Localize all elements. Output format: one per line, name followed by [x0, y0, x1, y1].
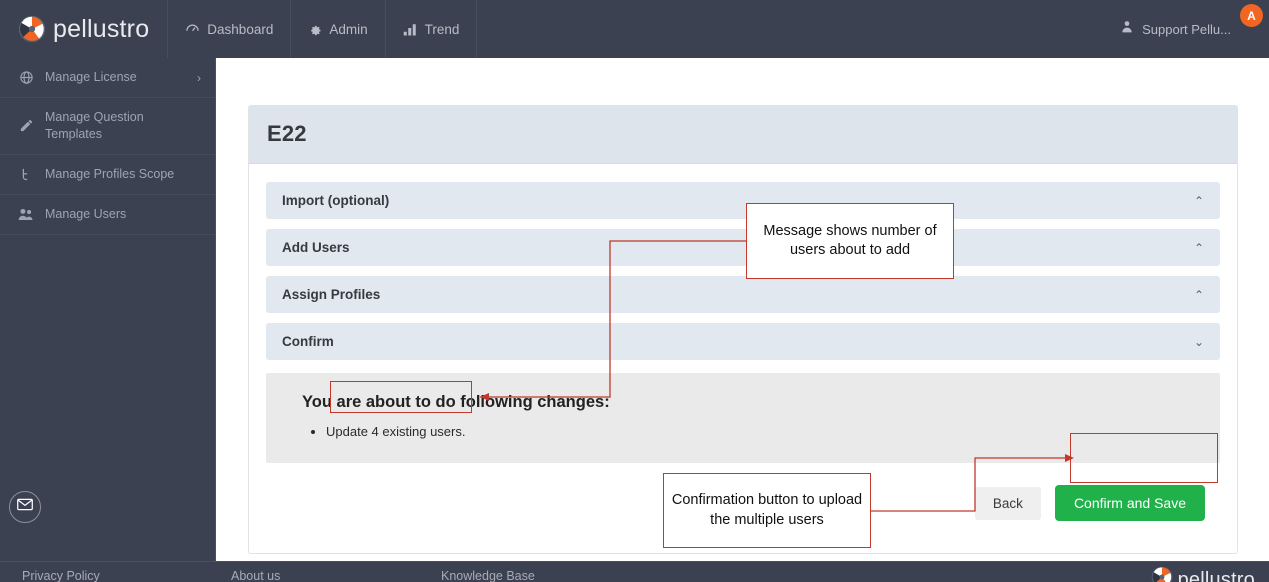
- accordion-add-users[interactable]: Add Users ⌃: [266, 229, 1220, 266]
- sidebar-label-manage-profiles-scope: Manage Profiles Scope: [45, 166, 175, 181]
- chevron-right-icon: ›: [197, 70, 201, 85]
- footer-link-privacy-policy[interactable]: Privacy Policy: [22, 569, 100, 582]
- changes-list: Update 4 existing users.: [326, 424, 1202, 439]
- user-name-label: Support Pellu...: [1142, 21, 1231, 37]
- confirm-heading: You are about to do following changes:: [302, 393, 610, 411]
- accordion-label-assign-profiles: Assign Profiles: [282, 287, 381, 302]
- pinwheel-logo-icon: [18, 15, 46, 43]
- footer: Privacy Policy About us Knowledge Base p…: [0, 561, 1269, 582]
- confirm-and-save-button[interactable]: Confirm and Save: [1054, 485, 1205, 521]
- list-item: Update 4 existing users.: [326, 424, 1202, 439]
- chevron-up-icon[interactable]: ⌃: [1193, 287, 1204, 302]
- sidebar-item-manage-users[interactable]: Manage Users: [0, 195, 215, 235]
- brand-logo[interactable]: pellustro: [0, 0, 167, 58]
- footer-brand-logo: pellustro: [1151, 566, 1255, 582]
- nav-label-admin: Admin: [329, 21, 368, 37]
- brand-name: pellustro: [53, 14, 150, 43]
- user-icon: [1120, 19, 1134, 39]
- envelope-icon: [17, 498, 33, 516]
- pinwheel-logo-icon: [1151, 566, 1173, 582]
- sidebar-label-manage-users: Manage Users: [45, 206, 127, 221]
- sidebar-item-manage-license[interactable]: Manage License ›: [0, 58, 215, 98]
- gear-icon: [308, 22, 322, 36]
- pencil-icon: [18, 118, 34, 133]
- nav-item-admin[interactable]: Admin: [290, 0, 384, 58]
- accordion-import-optional[interactable]: Import (optional) ⌃: [266, 182, 1220, 219]
- card-body: Import (optional) ⌃ Add Users ⌃ Assign P…: [249, 164, 1237, 553]
- scope-icon: [18, 167, 34, 182]
- chevron-up-icon[interactable]: ⌃: [1193, 193, 1204, 208]
- top-navigation-bar: pellustro Dashboard Admin: [0, 0, 1269, 58]
- accordion-label-confirm: Confirm: [282, 334, 334, 349]
- nav-item-dashboard[interactable]: Dashboard: [167, 0, 290, 58]
- users-icon: [18, 207, 34, 222]
- sidebar-item-manage-question-templates[interactable]: Manage Question Templates: [0, 98, 215, 155]
- chevron-up-icon[interactable]: ⌃: [1193, 240, 1204, 255]
- nav-label-dashboard: Dashboard: [207, 21, 274, 37]
- nav-label-trend: Trend: [424, 21, 460, 37]
- back-button[interactable]: Back: [974, 486, 1041, 520]
- page-title: E22: [267, 121, 307, 146]
- bar-chart-icon: [403, 23, 418, 36]
- footer-link-about-us[interactable]: About us: [231, 569, 281, 582]
- speedometer-icon: [185, 22, 200, 37]
- accordion-confirm[interactable]: Confirm ⌄: [266, 323, 1220, 360]
- avatar[interactable]: A: [1240, 4, 1263, 27]
- wizard-card: E22 Import (optional) ⌃ Add Users ⌃ Assi…: [248, 105, 1238, 554]
- sidebar-label-manage-question-templates: Manage Question Templates: [45, 110, 144, 141]
- chevron-down-icon[interactable]: ⌄: [1193, 334, 1204, 349]
- footer-brand-name: pellustro: [1177, 568, 1255, 582]
- main-nav: Dashboard Admin Trend: [167, 0, 478, 58]
- license-disc-icon: [18, 70, 34, 85]
- card-header: E22: [249, 106, 1237, 164]
- mail-fab-button[interactable]: [9, 491, 41, 523]
- main-content: E22 Import (optional) ⌃ Add Users ⌃ Assi…: [216, 58, 1269, 561]
- accordion-label-import: Import (optional): [282, 193, 390, 208]
- accordion-label-add-users: Add Users: [282, 240, 350, 255]
- sidebar-label-manage-license: Manage License: [45, 70, 137, 85]
- accordion-assign-profiles[interactable]: Assign Profiles ⌃: [266, 276, 1220, 313]
- sidebar-item-manage-profiles-scope[interactable]: Manage Profiles Scope: [0, 155, 215, 195]
- confirm-summary-panel: You are about to do following changes: U…: [266, 373, 1220, 463]
- footer-link-knowledge-base[interactable]: Knowledge Base: [441, 569, 535, 582]
- nav-item-trend[interactable]: Trend: [384, 0, 478, 58]
- wizard-action-buttons: Back Confirm and Save: [266, 463, 1220, 547]
- user-menu[interactable]: Support Pellu... A: [1120, 0, 1269, 58]
- sidebar: Manage License › Manage Question Templat…: [0, 58, 216, 561]
